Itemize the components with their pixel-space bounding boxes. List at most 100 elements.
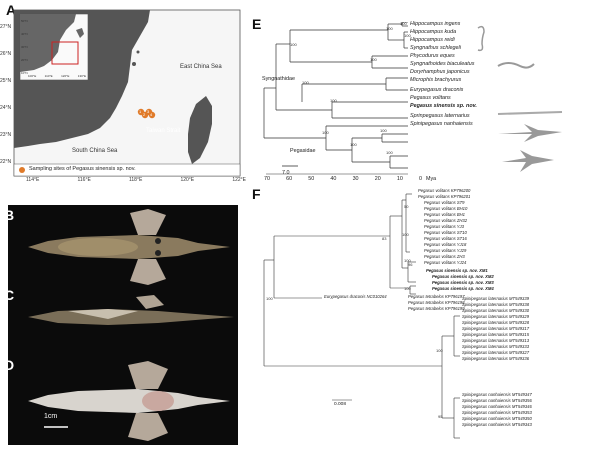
time-axis-unit: Mya — [426, 176, 437, 182]
tree-f-taxon: Spinipegasus nanhaiensis MT549356 — [462, 398, 532, 403]
tree-f-taxon: Spinipegasus laternarius MT549328 — [462, 320, 530, 325]
support-value: 100 — [404, 258, 411, 263]
family-label-syngnathidae: Syngnathidae — [262, 76, 295, 82]
specimen-dorsal-view — [28, 209, 230, 285]
tree-f-taxon: Spinipegasus nanhaiensis MT549343 — [462, 422, 532, 427]
panel-label-f: F — [252, 186, 261, 202]
tree-f-taxon: Pegasus tetrabelos KP796197 — [408, 294, 465, 299]
tree-f-taxon: Pegasus tetrabelos KP796198 — [408, 300, 465, 305]
map-lat-labels: 27°N 26°N 25°N 24°N 23°N 22°N — [0, 14, 14, 176]
lon-label: 122°E — [232, 177, 246, 183]
support-value: 100 — [330, 98, 337, 103]
tree-f-taxon-new: Pegasus sinensis sp. nov. XM1 — [426, 268, 488, 273]
tree-e-taxon: Microphis brachyurus — [410, 77, 462, 83]
site-number: 4 — [150, 112, 153, 117]
tree-f-taxon: Spinipegasus nanhaiensis MT549346 — [462, 404, 532, 409]
support-value: 100 — [386, 26, 393, 31]
axis-tick: 70 — [264, 176, 270, 182]
tree-e-taxon: Eurypegasus draconis — [410, 87, 464, 93]
tree-f-taxon: Pegasus volitans ZH3 — [424, 254, 465, 259]
specimen-lateral-view — [28, 295, 234, 325]
axis-tick: 60 — [286, 176, 293, 182]
pipefish-silhouette — [497, 111, 563, 115]
support-value: 100 — [400, 21, 407, 26]
family-label-pegasidae: Pegasidae — [290, 148, 316, 154]
seamoth-silhouette-2 — [502, 150, 554, 172]
tree-f-taxon: Spinipegasus laternarius MT549313 — [462, 338, 530, 343]
lat-label: 26°N — [0, 51, 12, 57]
tree-f-taxon-new: Pegasus sinensis sp. nov. XM3 — [432, 280, 494, 285]
panel-label-e: E — [252, 16, 262, 32]
tree-f-taxon: Spinipegasus laternarius MT549333 — [462, 344, 530, 349]
inset-lat-labels: 50°N 40°N 30°N 20°N 10°N — [21, 15, 28, 80]
tree-f-taxon: Pegasus volitans ST9 — [424, 200, 465, 205]
tree-f-taxon: Pegasus tetrabelos KP796199 — [408, 306, 465, 311]
tree-e-taxon: Syngnathoides biaculeatus — [410, 61, 475, 67]
tree-f-taxon: Spinipegasus laternarius MT549327 — [462, 350, 530, 355]
map-panel — [13, 9, 241, 177]
support-value: 100 — [436, 348, 443, 353]
panel-label-b: B — [4, 207, 15, 223]
tree-f-taxon: Pegasus volitans YJ29 — [424, 248, 467, 253]
tree-f-taxon: Pegasus volitans BH1 — [424, 212, 465, 217]
support-value: 95 — [438, 414, 443, 419]
lat-label: 24°N — [0, 105, 12, 111]
tree-f-taxon: Pegasus volitans ST16 — [424, 236, 467, 241]
tree-f-taxon-new: Pegasus sinensis sp. nov. XM2 — [432, 274, 494, 279]
tree-f-taxon-new: Pegasus sinensis sp. nov. XM4 — [432, 286, 494, 291]
tree-e-taxon: Pegasus sinensis sp. nov. — [410, 103, 477, 109]
tree-f-taxon: Pegasus volitans ZH32 — [424, 218, 468, 223]
panel-label-a: A — [6, 2, 17, 18]
tree-e-taxon: Doryrhamphus japonicus — [410, 69, 470, 75]
site-number: 3 — [147, 109, 150, 114]
inset-lon-label: 120°E — [61, 74, 70, 78]
tree-f-taxon: Pegasus volitans KP796200 — [418, 188, 471, 193]
time-axis-ticks: 70 60 50 40 30 20 10 0 — [264, 176, 422, 182]
tree-f-taxon: Spinipegasus nanhaiensis MT549347 — [462, 392, 532, 397]
tree-f-taxon: Spinipegasus laternarius MT549315 — [462, 332, 530, 337]
inset-lat-label: 10°N — [21, 71, 28, 75]
tree-f-taxon: Pegasus volitans YJ18 — [424, 242, 467, 247]
support-value: 100 — [266, 296, 273, 301]
tree-e-taxon: Hippocampus reidi — [410, 37, 455, 43]
scale-bar-label: 1cm — [44, 413, 58, 420]
support-value: 100 — [402, 232, 409, 237]
support-value: 100 — [404, 33, 411, 38]
lon-label: 114°E — [26, 177, 40, 183]
time-tree — [263, 22, 563, 175]
tree-e-taxon: Sprinpegasus laternarius — [410, 113, 470, 119]
axis-tick: 10 — [396, 176, 403, 182]
support-value: 100 — [322, 130, 329, 135]
ml-tree — [263, 193, 460, 439]
site-number: 1 — [139, 109, 142, 114]
tree-e-taxon: Syngnathus schlegeli — [410, 45, 461, 51]
specimen-ventral-view — [28, 361, 230, 441]
tree-f-taxon: Pegasus volitans YJ3 — [424, 224, 464, 229]
tree-f-taxon: Spinipegasus nanhaiensis MT549350 — [462, 416, 532, 421]
inset-lat-label: 30°N — [21, 45, 28, 49]
axis-tick: 30 — [352, 176, 359, 182]
tree-e-taxon: Phycodurus eques — [410, 53, 455, 59]
tree-f-taxon: Pegasus volitans BH10 — [424, 206, 468, 211]
inset-lon-label: 130°E — [77, 74, 86, 78]
support-value: 100 — [350, 142, 357, 147]
support-value: 100 — [386, 150, 393, 155]
seamoth-silhouette-1 — [498, 124, 562, 142]
tree-f-taxon: Spinipegasus laternarius MT549330 — [462, 308, 530, 313]
support-value: 100 — [370, 57, 377, 62]
lon-label: 120°E — [180, 177, 195, 183]
lon-label: 116°E — [77, 177, 91, 183]
tree-f-taxon: Pegasus volitans ST10 — [424, 230, 467, 235]
axis-tick: 20 — [374, 176, 381, 182]
tree-f-taxon: Spinipegasus laternarius MT549329 — [462, 314, 530, 319]
ml-scale-label: 0.008 — [334, 402, 347, 407]
lat-label: 25°N — [0, 78, 12, 84]
support-value: 83 — [382, 236, 387, 241]
panel-label-c: C — [4, 287, 15, 303]
axis-tick: 40 — [330, 176, 337, 182]
tree-f-taxon: Pegasus volitans YJ24 — [424, 260, 467, 265]
seadragon-silhouette — [497, 62, 535, 69]
tree-f-taxon: Eurypegasus draconis NC010264 — [324, 294, 387, 299]
panel-label-d: D — [4, 357, 15, 373]
tree-f-taxon: Spinipegasus laternarius MT549317 — [462, 326, 530, 331]
